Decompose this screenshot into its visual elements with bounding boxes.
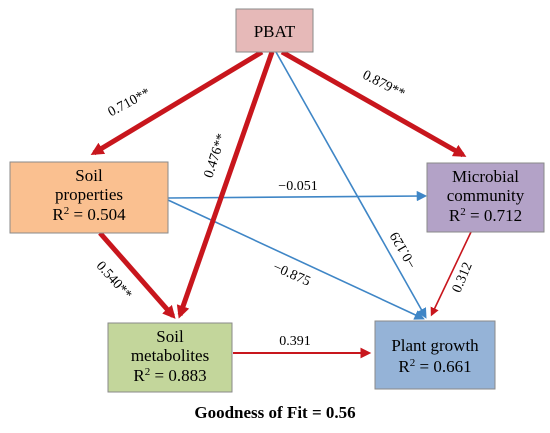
node-soil-metabolites: Soil metabolites R2 = 0.883 <box>107 322 233 393</box>
node-plant-growth-r2: R2 = 0.661 <box>398 357 471 376</box>
node-soil-metabolites-label-line1: Soil <box>156 327 184 346</box>
node-microbial-community: Microbial community R2 = 0.712 <box>426 162 545 233</box>
node-plant-growth: Plant growth R2 = 0.661 <box>374 320 496 390</box>
node-plant-growth-label-line1: Plant growth <box>391 336 479 355</box>
node-soil-properties-label-line2: properties <box>55 185 123 204</box>
path-label-pbat-plant: −0.129 <box>388 229 421 271</box>
path-layer <box>90 49 472 359</box>
node-plant-growth-box <box>374 320 496 390</box>
node-soil-metabolites-box <box>107 322 233 393</box>
path-arrow-pbat-plant <box>275 51 427 319</box>
path-arrow-pbat-microbial <box>280 49 467 158</box>
path-label-pbat-microbial: 0.879** <box>360 68 407 102</box>
node-microbial-community-box <box>426 162 545 233</box>
path-label-microbial-plant: 0.312 <box>450 260 476 295</box>
path-label-metabolites-plant: 0.391 <box>279 334 311 349</box>
node-soil-properties-box <box>9 161 169 234</box>
node-soil-properties-label-line1: Soil <box>75 166 103 185</box>
node-microbial-community-r2: R2 = 0.712 <box>449 206 522 225</box>
node-microbial-community-label-line1: Microbial <box>452 167 519 186</box>
path-arrow-soilprop-plant <box>167 199 425 320</box>
node-soil-metabolites-r2: R2 = 0.883 <box>133 366 206 385</box>
node-soil-metabolites-label-line2: metabolites <box>131 346 209 365</box>
node-soil-properties-r2: R2 = 0.504 <box>52 205 126 224</box>
path-label-pbat-metabolites: 0.476** <box>202 132 230 180</box>
goodness-of-fit-caption: Goodness of Fit = 0.56 <box>194 403 355 422</box>
node-soil-properties: Soil properties R2 = 0.504 <box>9 161 169 234</box>
path-arrow-pbat-metabolites <box>176 51 275 319</box>
path-arrow-soilprop-microbial <box>167 190 428 202</box>
node-pbat: PBAT <box>235 8 314 53</box>
path-arrow-soilprop-metabolites <box>98 231 176 319</box>
path-label-pbat-soilprop: 0.710** <box>106 86 153 121</box>
path-arrow-pbat-soilprop <box>90 49 264 156</box>
path-label-soilprop-microbial: −0.051 <box>278 179 317 194</box>
path-arrow-microbial-plant <box>430 231 472 317</box>
node-microbial-community-label-line2: community <box>447 186 525 205</box>
node-pbat-box <box>235 8 314 53</box>
node-pbat-label: PBAT <box>254 22 296 41</box>
